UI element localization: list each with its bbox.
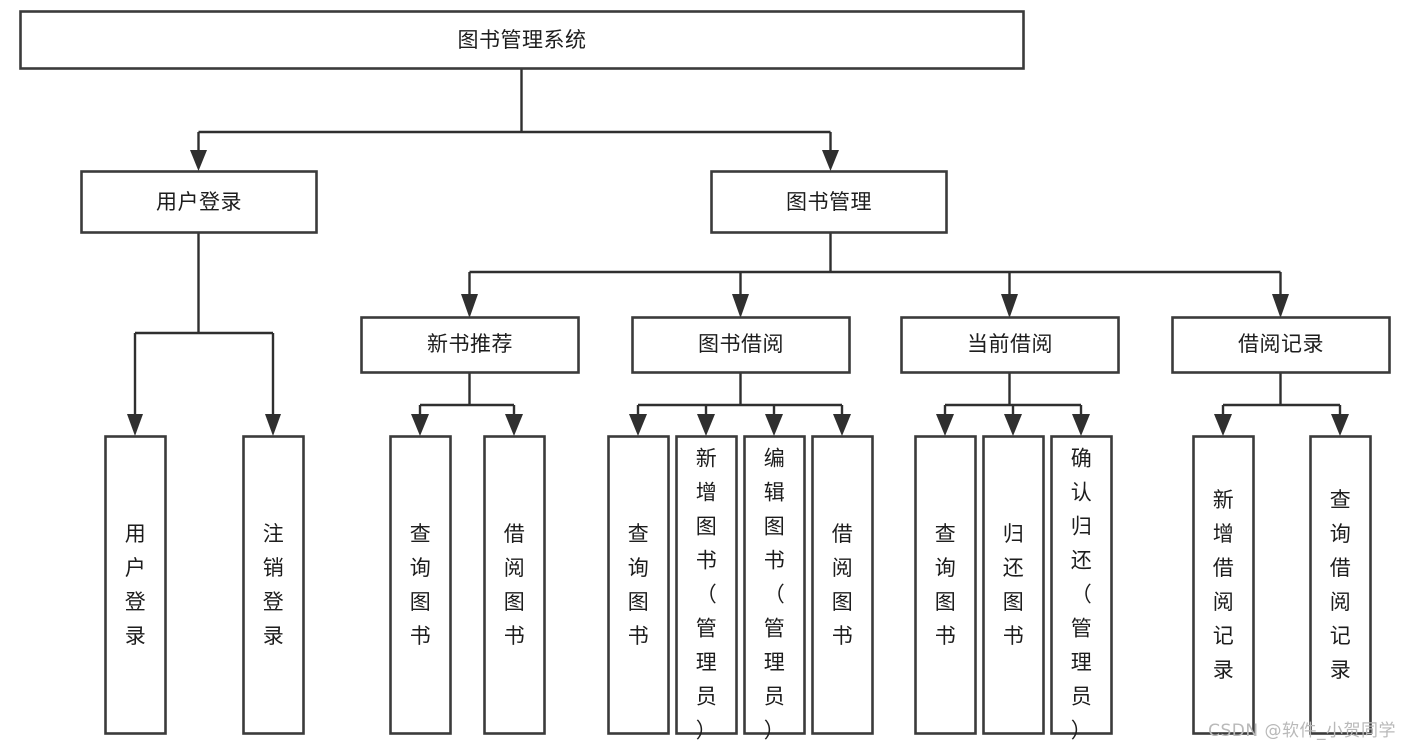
node-leaf-user-login[interactable]: 用户登录 (104, 435, 167, 735)
node-borrow-record-label: 借阅记录 (1238, 332, 1324, 356)
node-new-book-recommend-label: 新书推荐 (427, 332, 513, 356)
arrow-head-leaf-user-logout (265, 414, 281, 436)
node-leaf-borrow-book-1[interactable]: 借阅图书 (483, 435, 546, 735)
node-book-manage-box[interactable] (710, 170, 948, 234)
node-leaf-query-book-1-box[interactable] (389, 435, 452, 735)
node-root-box[interactable] (19, 10, 1025, 70)
arrow-head-leaf-edit-book (765, 414, 783, 436)
node-leaf-borrow-book-1-box[interactable] (483, 435, 546, 735)
arrow-head-book-manage (822, 150, 839, 171)
node-leaf-query-book-1-label: 查询图书 (410, 522, 432, 648)
node-leaf-query-book-3[interactable]: 查询图书 (914, 435, 977, 735)
arrow-head-leaf-query-book-2 (629, 414, 647, 436)
node-current-borrow-label: 当前借阅 (967, 332, 1053, 356)
connector-layer (127, 68, 1349, 436)
arrow-head-borrow-record (1272, 294, 1289, 318)
arrow-head-leaf-user-login (127, 414, 143, 436)
arrow-head-leaf-query-book-1 (411, 414, 429, 436)
node-new-book-recommend-box[interactable] (360, 316, 580, 374)
arrow-head-user-login (190, 150, 207, 171)
node-leaf-edit-book-box[interactable] (743, 435, 806, 735)
node-leaf-return-book-label: 归还图书 (1003, 522, 1025, 648)
arrow-head-leaf-add-record (1214, 414, 1232, 436)
arrow-head-leaf-query-record (1331, 414, 1349, 436)
node-borrow-record[interactable]: 借阅记录 (1171, 316, 1391, 374)
node-leaf-return-book[interactable]: 归还图书 (982, 435, 1045, 735)
node-leaf-borrow-book-1-label: 借阅图书 (504, 522, 526, 648)
arrow-head-current-borrow (1001, 294, 1018, 318)
node-book-borrow-box[interactable] (631, 316, 851, 374)
node-new-book-recommend[interactable]: 新书推荐 (360, 316, 580, 374)
node-book-manage-label: 图书管理 (786, 190, 872, 214)
node-leaf-edit-book-label: 编辑图书（管理员） (764, 447, 786, 743)
node-book-borrow-label: 图书借阅 (698, 332, 784, 356)
node-leaf-query-book-3-box[interactable] (914, 435, 977, 735)
node-current-borrow-box[interactable] (900, 316, 1120, 374)
arrow-head-leaf-borrow-book-2 (833, 414, 851, 436)
node-leaf-user-login-label: 用户登录 (125, 522, 147, 648)
node-leaf-confirm-return[interactable]: 确认归还（管理员） (1050, 435, 1113, 743)
node-leaf-edit-book[interactable]: 编辑图书（管理员） (743, 435, 806, 743)
node-leaf-add-record-label: 新增借阅记录 (1213, 488, 1235, 682)
arrow-head-leaf-query-book-3 (936, 414, 954, 436)
node-leaf-add-book[interactable]: 新增图书（管理员） (675, 435, 738, 743)
arrow-head-leaf-borrow-book-1 (505, 414, 523, 436)
node-book-manage[interactable]: 图书管理 (710, 170, 948, 234)
node-current-borrow[interactable]: 当前借阅 (900, 316, 1120, 374)
node-leaf-add-book-box[interactable] (675, 435, 738, 735)
arrow-head-leaf-confirm-return (1072, 414, 1090, 436)
node-leaf-borrow-book-2[interactable]: 借阅图书 (811, 435, 874, 735)
node-borrow-record-box[interactable] (1171, 316, 1391, 374)
node-user-login-box[interactable] (80, 170, 318, 234)
node-leaf-query-record[interactable]: 查询借阅记录 (1309, 435, 1372, 735)
node-book-borrow[interactable]: 图书借阅 (631, 316, 851, 374)
node-leaf-add-book-label: 新增图书（管理员） (696, 447, 718, 743)
arrow-head-leaf-add-book (697, 414, 715, 436)
node-leaf-add-record[interactable]: 新增借阅记录 (1192, 435, 1255, 735)
node-leaf-borrow-book-2-box[interactable] (811, 435, 874, 735)
node-leaf-query-book-1[interactable]: 查询图书 (389, 435, 452, 735)
node-leaf-return-book-box[interactable] (982, 435, 1045, 735)
node-leaf-query-book-2-box[interactable] (607, 435, 670, 735)
node-leaf-query-book-2[interactable]: 查询图书 (607, 435, 670, 735)
node-leaf-user-logout-label: 注销登录 (263, 522, 285, 648)
csdn-watermark: CSDN @软件_小贺同学 (1208, 721, 1396, 741)
node-leaf-user-logout[interactable]: 注销登录 (242, 435, 305, 735)
node-root[interactable]: 图书管理系统 (19, 10, 1025, 70)
node-root-label: 图书管理系统 (458, 28, 587, 52)
arrow-head-new-book-recommend (461, 294, 478, 318)
node-leaf-query-book-2-label: 查询图书 (628, 522, 650, 648)
node-leaf-query-record-label: 查询借阅记录 (1330, 488, 1352, 682)
node-leaf-query-book-3-label: 查询图书 (935, 522, 957, 648)
arrow-head-leaf-return-book (1004, 414, 1022, 436)
node-leaf-user-logout-box[interactable] (242, 435, 305, 735)
node-leaf-confirm-return-label: 确认归还（管理员） (1071, 447, 1093, 743)
arrow-head-book-borrow (732, 294, 749, 318)
node-leaf-query-record-box[interactable] (1309, 435, 1372, 735)
node-leaf-add-record-box[interactable] (1192, 435, 1255, 735)
node-leaf-user-login-box[interactable] (104, 435, 167, 735)
node-user-login-label: 用户登录 (156, 190, 242, 214)
node-user-login[interactable]: 用户登录 (80, 170, 318, 234)
node-leaf-confirm-return-box[interactable] (1050, 435, 1113, 735)
node-leaf-borrow-book-2-label: 借阅图书 (832, 522, 854, 648)
